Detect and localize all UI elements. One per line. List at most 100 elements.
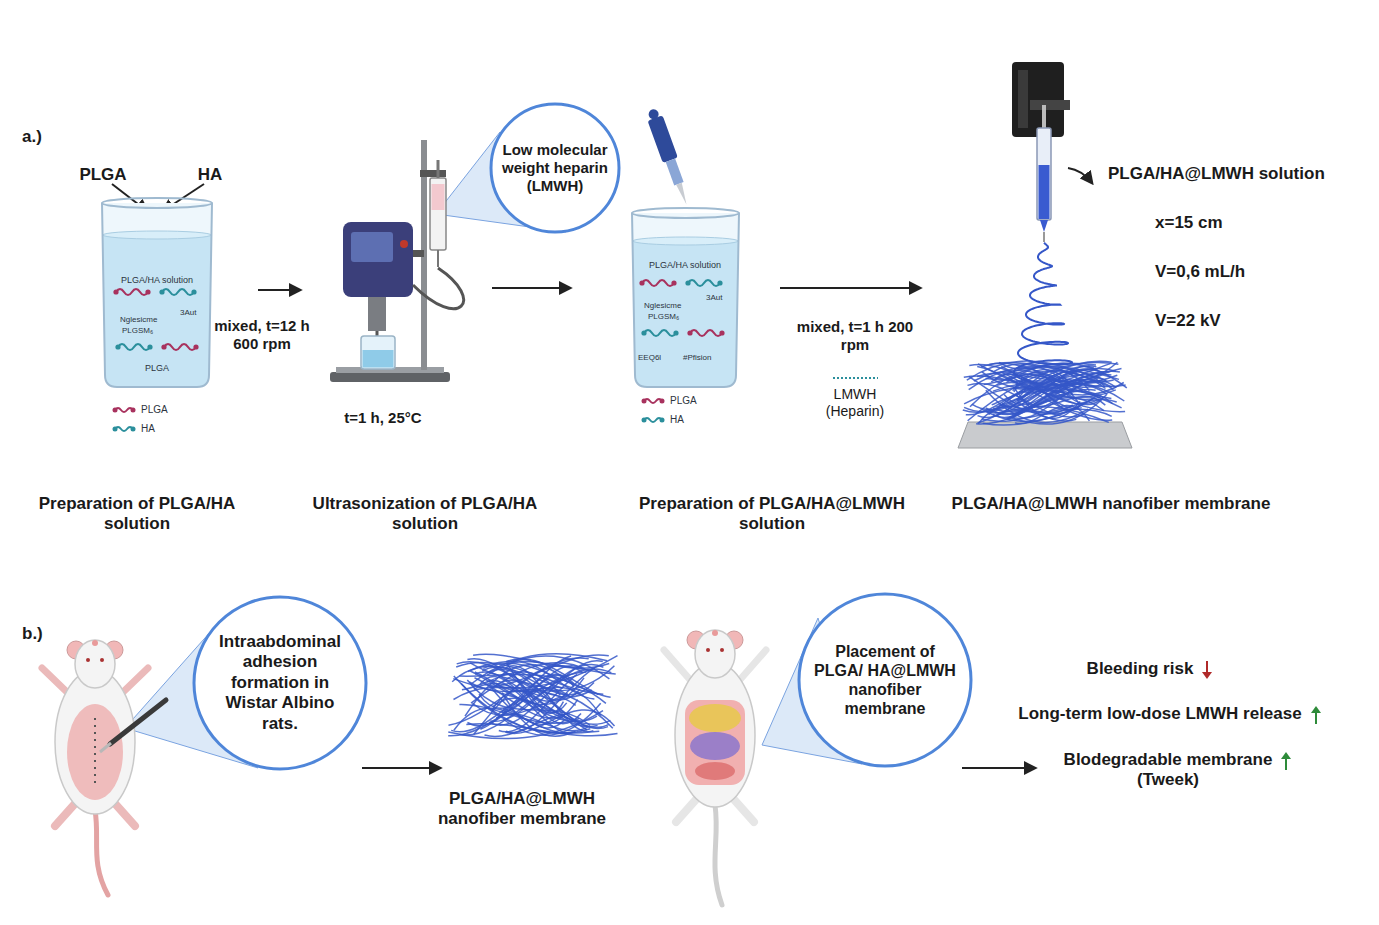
beaker-text: PLGA/HA solution — [649, 260, 721, 271]
rat-head — [695, 630, 735, 678]
nanofiber — [982, 409, 1112, 421]
rat-body — [55, 670, 135, 814]
legend-sample — [641, 415, 667, 425]
beaker-text: PLGA — [145, 363, 169, 374]
nanofiber — [964, 376, 1125, 412]
legend-dot — [660, 399, 665, 404]
step-caption: Preparation of PLGA/HA solution — [25, 494, 250, 535]
step-caption: Ultrasonization of PLGA/HA solution — [300, 494, 550, 535]
component-name: PLGA — [79, 165, 126, 185]
beaker-node: PLGA/HA solutionNglesicme3AutPLGSM₆EEQ6l… — [628, 205, 743, 387]
rat-eye — [720, 648, 724, 652]
beaker-glass — [102, 203, 212, 387]
syringe-plunger — [1042, 105, 1046, 130]
tubing — [413, 268, 464, 309]
rat-abdomen — [67, 704, 123, 800]
circle-shape — [797, 592, 973, 768]
legend-sample — [641, 396, 667, 406]
arrow-head — [1202, 672, 1212, 679]
pipette-tip — [676, 183, 689, 206]
nanofiber — [468, 661, 616, 674]
nanofiber — [502, 681, 608, 728]
molecule-chain — [164, 344, 196, 350]
molecule-end — [719, 330, 724, 335]
pipette-button — [647, 108, 660, 121]
legend-dot — [660, 418, 665, 423]
nanofiber-mat — [963, 361, 1127, 425]
arrow-head — [1281, 752, 1291, 759]
rat-eye — [86, 658, 90, 662]
syringe-liquid — [432, 184, 445, 210]
molecule-end — [161, 344, 166, 349]
molecule-chain — [162, 289, 194, 295]
syringe-plunger — [437, 160, 440, 178]
nanofiber — [1016, 370, 1072, 387]
process-arrow — [962, 767, 1035, 769]
beaker-text: 3Aut — [706, 293, 722, 303]
rat-eye — [706, 648, 710, 652]
legend-sample — [112, 424, 138, 434]
process-condition: t=1 h, 25°C — [344, 409, 421, 427]
beaker-text: Nglesicme — [120, 315, 157, 325]
molecule-end — [159, 289, 164, 294]
beaker-outline — [102, 203, 212, 387]
legend-item: PLGA — [112, 404, 168, 416]
molecule-end — [147, 344, 152, 349]
membrane-label: PLGA/HA@LMWH nanofiber membrane — [417, 789, 627, 830]
heparin-icon — [833, 377, 878, 379]
process-condition: mixed, t=1 h 200 rpm — [795, 318, 915, 354]
molecule-chain — [118, 344, 150, 350]
nanofiber-mat — [448, 654, 617, 739]
process-arrow — [258, 289, 300, 291]
beaker-text: 3Aut — [180, 308, 196, 318]
legend-item: HA — [641, 414, 684, 426]
nanofiber — [470, 671, 584, 705]
rat-arm — [120, 668, 148, 695]
step-caption: Preparation of PLGA/HA@LMWH solution — [627, 494, 917, 535]
collector-plate — [958, 422, 1132, 448]
syringe-body — [1037, 128, 1051, 220]
parameter: x=15 cm — [1155, 213, 1223, 233]
process-arrow — [1068, 168, 1092, 183]
nanofiber — [981, 363, 1090, 379]
incision-line — [94, 718, 96, 785]
beaker-text: PLGA/HA solution — [121, 275, 193, 286]
liquid-surface — [103, 231, 211, 239]
rat — [42, 640, 166, 895]
rat — [664, 630, 766, 905]
rat-head — [75, 640, 115, 688]
arrow-head — [1311, 706, 1321, 713]
molecule-chain — [644, 330, 676, 336]
legend-text: PLGA — [670, 395, 697, 406]
callout-text: Low molecular weight heparin (LMWH) — [497, 141, 613, 195]
legend-line — [115, 408, 133, 412]
legend-dot — [131, 427, 136, 432]
process-condition: mixed, t=12 h 600 rpm — [202, 317, 322, 353]
legend-line — [115, 427, 133, 431]
syringe-body — [430, 178, 446, 250]
sonicator — [330, 140, 464, 382]
legend-line — [644, 399, 662, 403]
outcome: Bleeding risk — [1087, 659, 1194, 679]
beaker-text: Nglesicme — [644, 301, 681, 311]
process-arrow — [492, 287, 570, 289]
beaker-text: EEQ6l — [638, 353, 661, 363]
rat-nose — [92, 640, 98, 646]
rat-arm — [664, 650, 692, 682]
outcome: Blodegradable membrane (Tweek) — [1043, 750, 1293, 791]
process-arrow — [112, 168, 1092, 768]
legend-dot — [131, 408, 136, 413]
scalpel-handle — [110, 700, 166, 744]
increase-arrow — [1280, 751, 1292, 771]
pipette-shaft — [666, 159, 684, 186]
callout-circle-outline — [799, 594, 971, 766]
solution-name: PLGA/HA@LMWH solution — [1108, 164, 1325, 184]
decrease-arrow — [1201, 660, 1213, 680]
legend-text: PLGA — [141, 404, 168, 415]
molecule-chain — [116, 289, 148, 295]
panel-letter: a.) — [22, 127, 42, 147]
sonicator-panel — [351, 232, 393, 262]
process-arrow — [362, 767, 440, 769]
nanofiber — [449, 658, 589, 725]
scalpel-blade — [100, 743, 111, 752]
